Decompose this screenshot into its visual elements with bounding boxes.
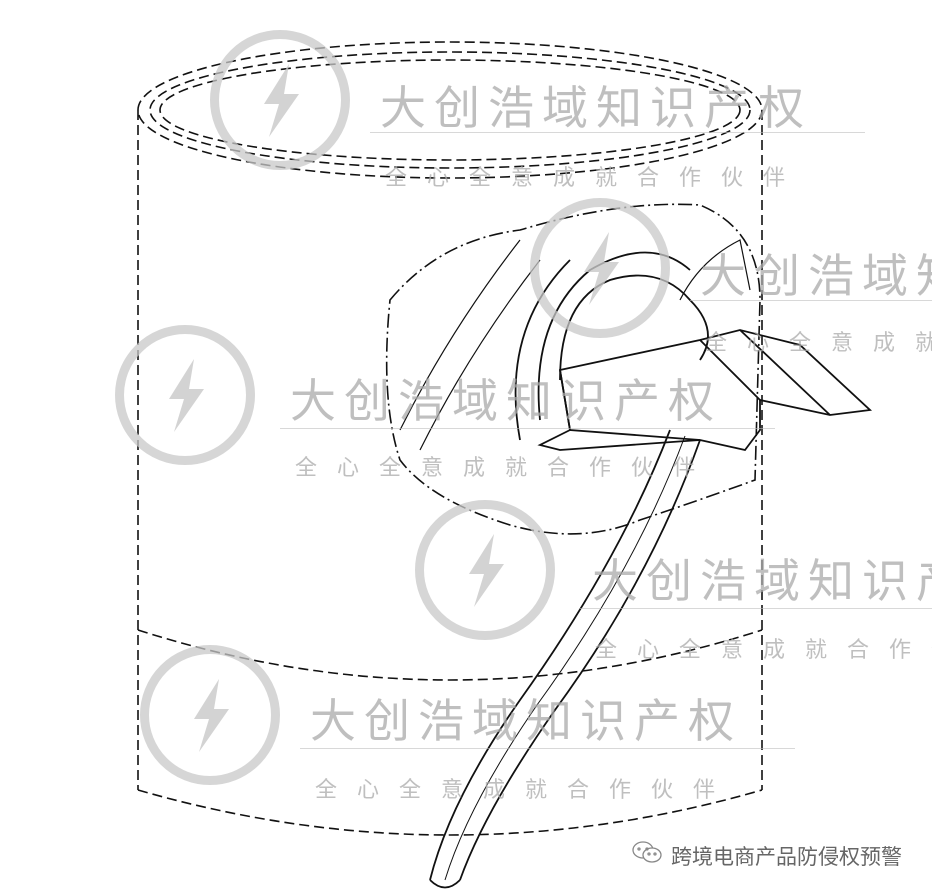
watermark-title: 大创浩域知识产权 (380, 81, 812, 135)
watermark-subtitle: 全心全意成就合作伙伴 (385, 166, 806, 191)
strap (429, 429, 701, 889)
footer-caption: 跨境电商产品防侵权预警 (631, 840, 902, 871)
watermark-subtitle: 全心全意成就合作伙伴 (705, 331, 932, 356)
detail-region (385, 203, 761, 535)
watermark-logo (415, 500, 555, 640)
cylinder-outline (137, 41, 763, 836)
watermark-subtitle: 全心全意成就合作伙伴 (595, 638, 932, 663)
watermark-subtitle: 全心全意成就合作伙伴 (295, 456, 716, 481)
watermark-logo (210, 30, 350, 170)
watermark-title: 大创浩域知识产权 (592, 554, 932, 608)
watermark-logo (530, 198, 670, 338)
hook-device (399, 239, 873, 452)
watermark-title: 大创浩域知识产权 (310, 694, 742, 748)
watermark-title: 大创浩域知识产权 (700, 249, 932, 303)
footer-text: 跨境电商产品防侵权预警 (671, 844, 902, 869)
wechat-icon (631, 840, 663, 871)
watermark-title: 大创浩域知识产权 (290, 374, 722, 428)
watermark-logo (140, 645, 280, 785)
watermark-logo (115, 325, 255, 465)
watermark-subtitle: 全心全意成就合作伙伴 (315, 778, 736, 803)
